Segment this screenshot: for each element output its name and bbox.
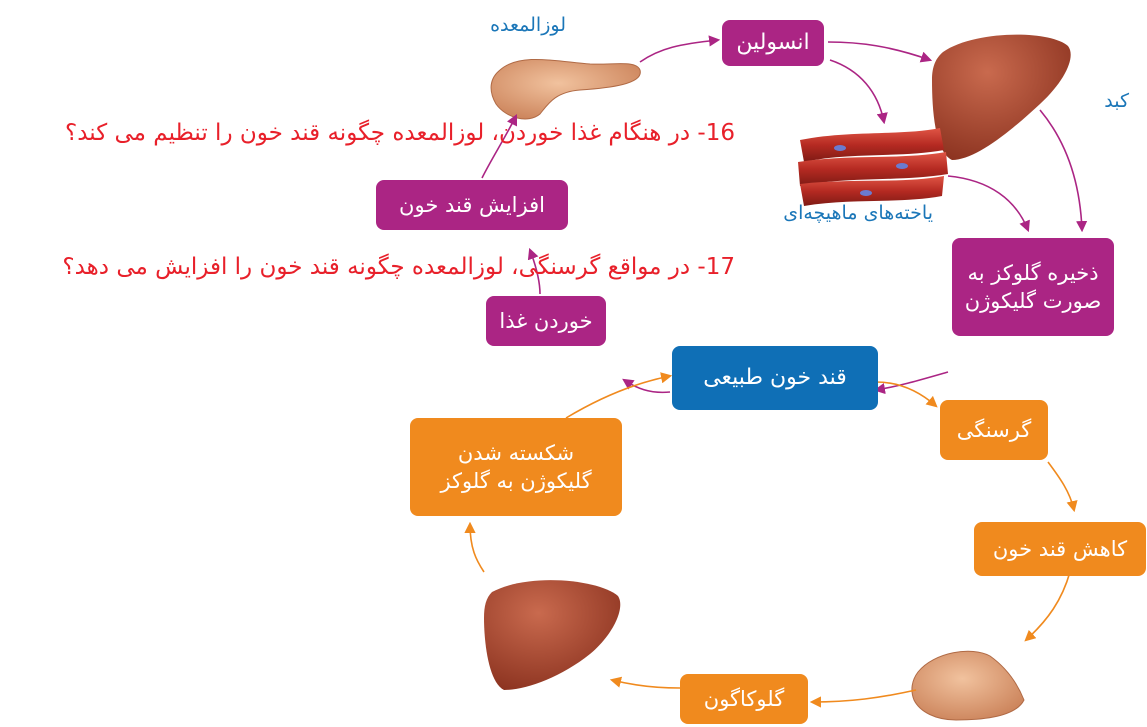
liver-top-image (932, 34, 1071, 160)
muscle-cells-image (798, 128, 948, 206)
question-16: 16- در هنگام غذا خوردن، لوزالمعده چگونه … (65, 120, 735, 146)
pancreas-top-image (490, 59, 641, 120)
arrow-liver-to-breakdown (464, 521, 485, 573)
glycogen-breakdown-line1: شکسته شدن (457, 440, 575, 465)
liver-label: کبد (1104, 90, 1129, 112)
glycogen-storage-box: ذخیره گلوکز به صورت گلیکوژن (952, 238, 1114, 336)
arrow-storage-to-normal (873, 371, 949, 395)
liver-bottom-image (484, 580, 621, 690)
arrow-breakdown-to-normal (565, 372, 673, 419)
question-17: 17- در مواقع گرسنگی، لوزالمعده چگونه قند… (62, 254, 735, 280)
arrow-insulin-to-muscle (829, 59, 888, 125)
glycogen-storage-line2: صورت گلیکوژن (964, 289, 1102, 313)
arrow-glucagon-to-liver (609, 676, 681, 689)
pancreas-bottom-image (911, 650, 1025, 721)
muscle-cells-label: یاخته‌های ماهیچه‌ای (783, 202, 933, 224)
glycogen-breakdown-box: شکسته شدن گلیکوژن به گلوکز (410, 418, 622, 516)
eating-food-box: خوردن غذا (486, 296, 606, 346)
arrow-hunger-to-decrease (1047, 461, 1078, 513)
insulin-box: انسولین (722, 20, 824, 66)
decrease-blood-sugar-box: کاهش قند خون (974, 522, 1146, 576)
arrow-normal-to-hunger (875, 381, 938, 408)
arrow-insulin-to-liver (827, 41, 933, 63)
arrow-liver-to-storage (1039, 109, 1088, 233)
arrow-pancreas-to-glucagon (809, 689, 917, 708)
glycogen-storage-line1: ذخیره گلوکز به (967, 260, 1099, 285)
arrow-pancreas-to-insulin (639, 35, 721, 63)
arrow-eating-to-increase (527, 247, 541, 295)
normal-blood-sugar-box: قند خون طبیعی (672, 346, 878, 410)
hunger-box: گرسنگی (940, 400, 1048, 460)
arrow-muscle-to-storage (947, 175, 1030, 233)
glucagon-box: گلوکاگون (680, 674, 808, 724)
arrow-increase-to-pancreas (481, 113, 518, 179)
arrow-normal-to-eating (622, 378, 671, 394)
glycogen-breakdown-line2: گلیکوژن به گلوکز (440, 469, 592, 493)
pancreas-label: لوزالمعده (490, 14, 566, 36)
increase-blood-sugar-box: افزایش قند خون (376, 180, 568, 230)
arrow-decrease-to-pancreas (1024, 571, 1071, 642)
